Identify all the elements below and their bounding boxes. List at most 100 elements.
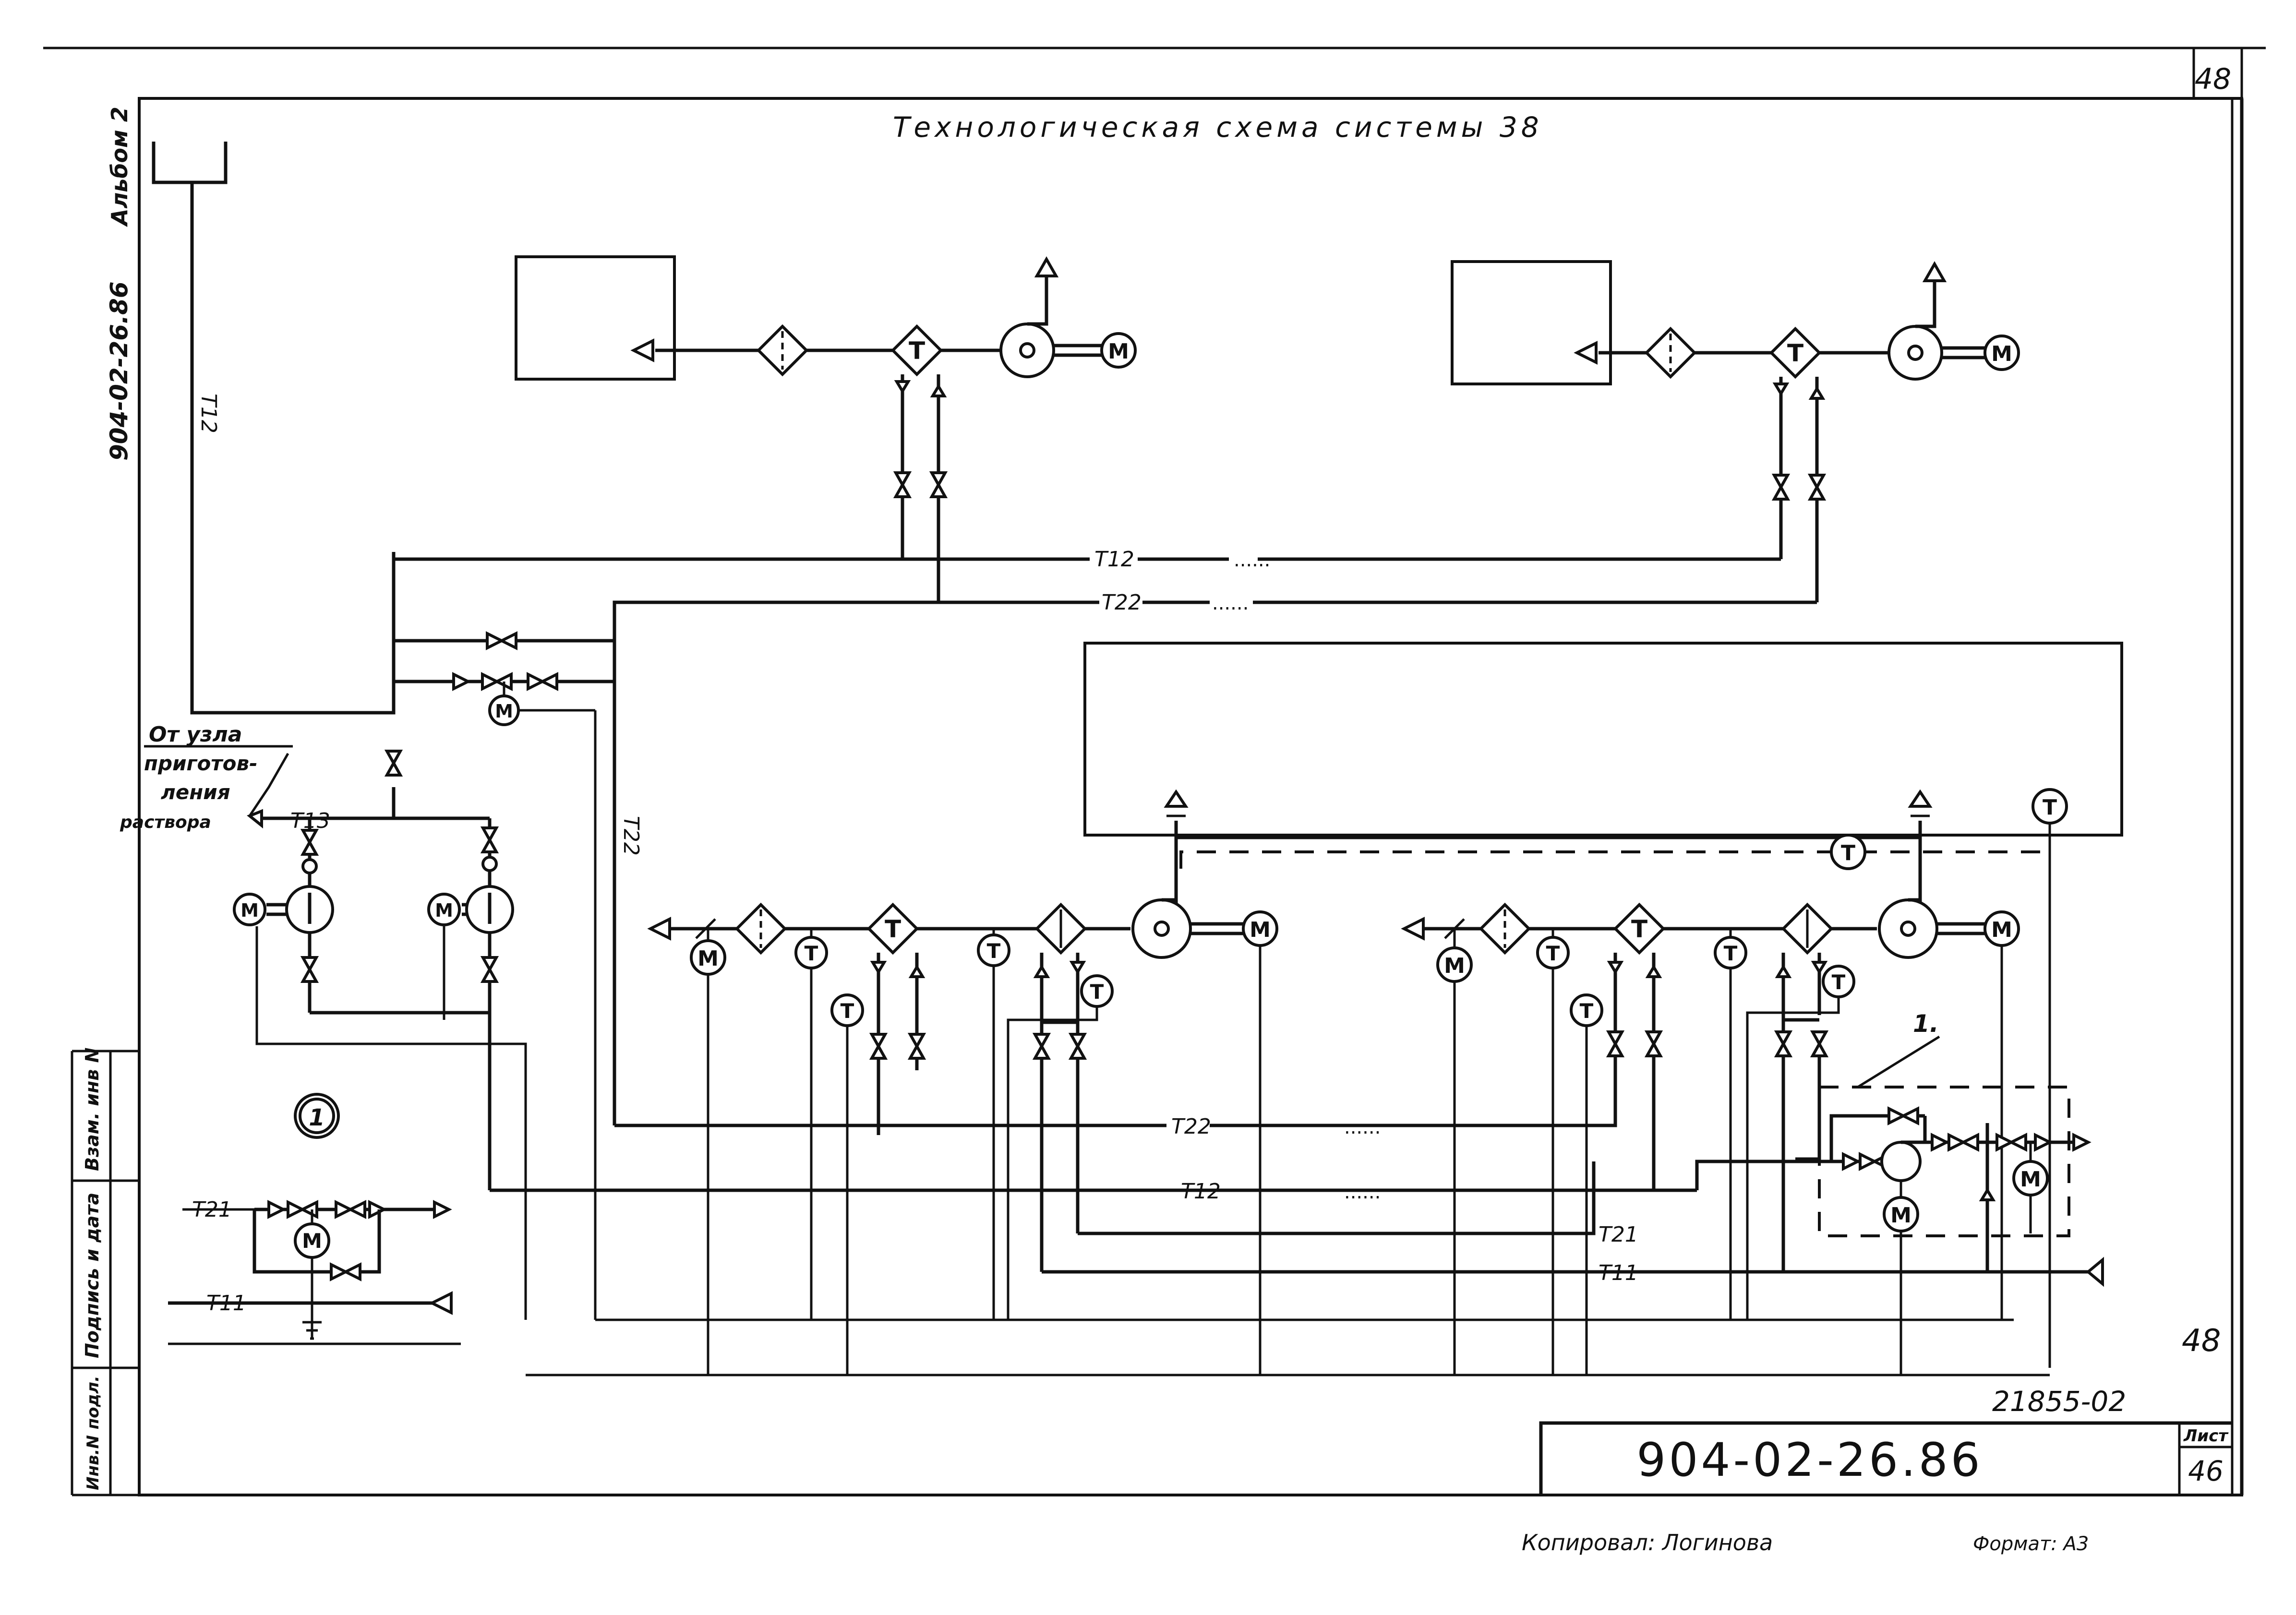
valve-icon — [1032, 1033, 1051, 1060]
check-icon — [1931, 1133, 1950, 1152]
check-icon — [267, 1200, 287, 1219]
bypass-group: M — [384, 631, 614, 1320]
thermo-icon — [1830, 834, 1866, 870]
check-icon — [368, 1200, 387, 1219]
copied-by: Копировал: Логинова — [1522, 1530, 1773, 1555]
valve-icon — [486, 631, 517, 650]
motor-label: M — [1108, 339, 1129, 364]
motor-label: M — [435, 900, 453, 921]
pipe-dots-t12: ...... — [1234, 549, 1270, 571]
heater-t-label: T — [885, 915, 901, 943]
arrow-icon — [2072, 1133, 2092, 1152]
sheet-label: Лист — [2183, 1426, 2229, 1446]
pipe-label-t22-header: T22 — [1102, 590, 1142, 615]
valve-icon — [481, 672, 513, 691]
motor-label: M — [240, 900, 259, 921]
valve-icon — [1644, 1030, 1663, 1057]
strip-field-1: Взам. инв N — [82, 1048, 103, 1171]
arrow-icon — [2086, 1256, 2104, 1287]
detail-1: 1 T21 M T11 — [168, 1093, 461, 1345]
heater-t-label: T — [909, 337, 925, 365]
thermo-label: T — [1546, 942, 1560, 965]
thermo-label: T — [2043, 795, 2057, 820]
valve-icon — [929, 471, 948, 498]
source-note-line-3: ления — [161, 780, 230, 804]
motor-label: M — [1991, 918, 2012, 942]
thermo-label: T — [1832, 970, 1846, 994]
pump-group: T13 M M — [233, 787, 1697, 1320]
album-label: Альбом 2 — [107, 107, 132, 227]
valve-icon — [527, 672, 558, 691]
album-text: Альбом 2 — [107, 107, 132, 227]
valve-icon — [335, 1200, 366, 1219]
motor-label: M — [1991, 342, 2012, 366]
thermo-label: T — [1724, 942, 1738, 965]
thermo-label: T — [805, 942, 818, 965]
pipe-label-t12-lower: T12 — [1181, 1179, 1221, 1204]
thermo-label: T — [1090, 980, 1104, 1004]
valve-icon — [330, 1262, 361, 1281]
pipe-label-t22-vertical: T22 — [619, 816, 643, 856]
valve-icon — [1887, 1106, 1919, 1125]
motor-label: M — [1444, 954, 1465, 978]
sheet-frame — [43, 47, 2266, 1496]
heater-t-label: T — [1787, 339, 1803, 367]
pipe-dots-t12-lower: ...... — [1344, 1181, 1381, 1203]
pipe-dots-t22: ...... — [1212, 592, 1249, 614]
title-block: 48 21855-02 904-02-26.86 Лист 46 — [1539, 1323, 2232, 1495]
archive-number: 21855-02 — [1992, 1385, 2126, 1418]
expansion-tank — [152, 142, 396, 715]
side-stamp: 904-02-26.86 — [105, 281, 133, 461]
format-label: Формат: А3 — [1973, 1533, 2089, 1555]
pipe-label-t21-lower: T21 — [1599, 1222, 1638, 1247]
motor-icon — [1100, 332, 1137, 369]
lower-lines — [526, 1160, 2104, 1376]
source-note-line-1: От узла — [149, 722, 242, 747]
header-t22 — [613, 600, 1817, 1125]
valve-icon — [1995, 1133, 2027, 1152]
thermo-label: T — [841, 999, 854, 1023]
motor-label: M — [697, 946, 719, 971]
side-stamp-code: 904-02-26.86 — [105, 281, 133, 461]
node-callout: 1. — [1913, 1010, 1939, 1038]
header-t12 — [392, 552, 1781, 561]
valve-icon — [1810, 1030, 1829, 1057]
valve-icon — [1068, 1033, 1087, 1060]
motor-icon — [427, 893, 461, 926]
corner-number: 48 — [2182, 1323, 2221, 1359]
source-note: От узла приготов- ления раствора — [120, 722, 293, 832]
page-number-top: 48 — [2195, 62, 2231, 96]
unit-lower-right: T M M T T T T — [1401, 881, 2020, 1375]
arrow-icon — [433, 1200, 452, 1219]
valve-icon — [1774, 1030, 1793, 1057]
detail-pipe-t11: T11 — [206, 1291, 246, 1316]
doc-code: 904-02-26.86 — [1636, 1433, 1983, 1487]
valve-icon — [300, 829, 319, 856]
thermo-label: T — [1841, 841, 1855, 865]
motor-label: M — [302, 1229, 322, 1253]
air-handling-block: T T — [1083, 642, 2123, 1368]
thermo-label: T — [987, 939, 1001, 963]
valve-icon — [907, 1033, 926, 1060]
valve-icon — [287, 1200, 318, 1219]
sheet-number: 46 — [2188, 1455, 2224, 1487]
detail-callout-number: 1 — [309, 1104, 325, 1131]
motor-label: M — [2020, 1167, 2041, 1192]
mixing-node-1: 1. M M — [1818, 1010, 2092, 1375]
strip-field-3-text: Инв.N подл. — [84, 1376, 103, 1490]
valve-icon — [1807, 474, 1827, 501]
valve-icon — [480, 826, 499, 853]
thermo-label: T — [1580, 999, 1594, 1023]
strip-field-3: Инв.N подл. — [84, 1376, 103, 1490]
detail-pipe-t21: T21 — [192, 1197, 232, 1222]
pipe-label-t12-riser: T12 — [196, 394, 221, 433]
strip-field-1-text: Взам. инв N — [82, 1048, 103, 1171]
pipe-dots-t22-lower: ...... — [1344, 1116, 1381, 1138]
motor-label: M — [1250, 918, 1271, 942]
source-note-line-2: приготов- — [144, 752, 258, 775]
source-note-line-4: раствора — [120, 813, 211, 832]
heater-t-label: T — [1631, 915, 1647, 943]
arrow-icon — [429, 1291, 453, 1315]
unit-top-left: T M — [515, 255, 1137, 602]
